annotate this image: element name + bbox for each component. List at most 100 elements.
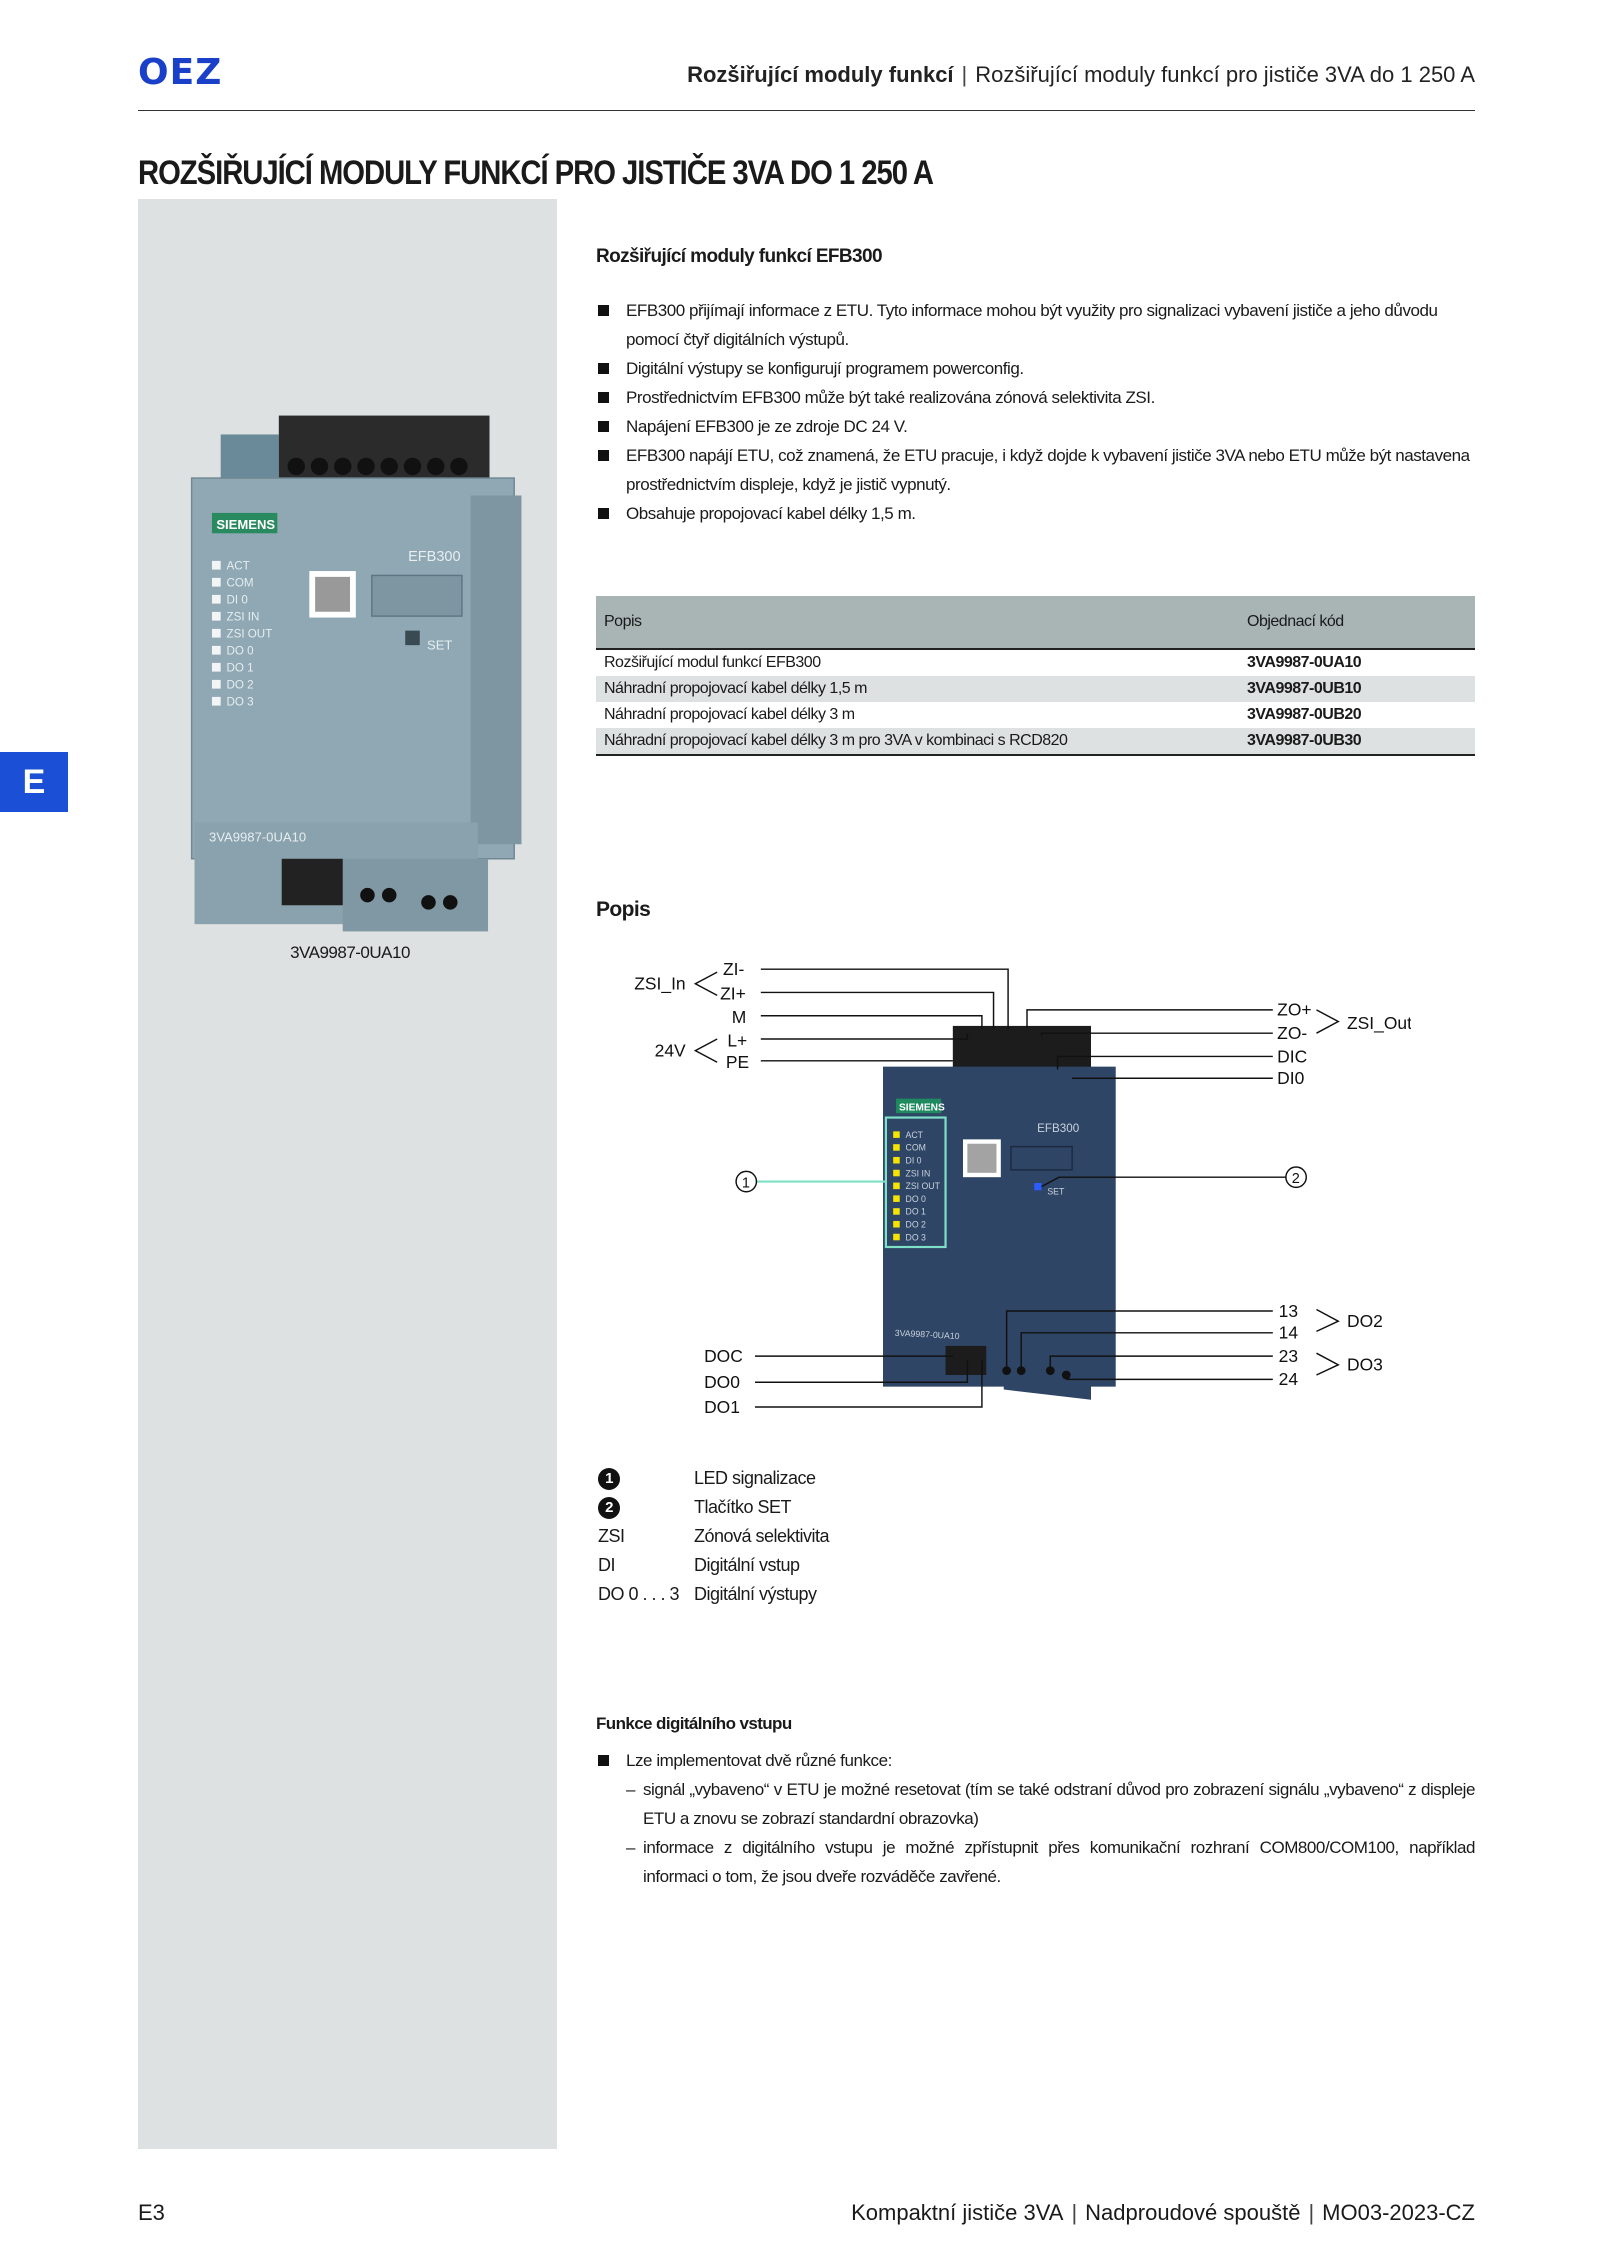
label-14: 14 (1279, 1323, 1299, 1343)
header-divider (138, 110, 1475, 111)
label-do2: DO2 (1347, 1311, 1383, 1331)
led-label: ZSI IN (226, 611, 259, 624)
table-row: Náhradní propojovací kabel délky 3 m pro… (596, 728, 1475, 756)
label-dic: DIC (1277, 1046, 1307, 1066)
label-24v: 24V (655, 1040, 686, 1060)
led-indicator (211, 628, 221, 638)
header-subsection: Rozšiřující moduly funkcí pro jističe 3V… (975, 62, 1475, 87)
footer-category: Nadproudové spouště (1085, 2200, 1301, 2225)
led-indicator (211, 611, 221, 621)
legend-text: LED signalizace (694, 1468, 816, 1488)
row-code: 3VA9987-0UB30 (1239, 728, 1475, 756)
label-zi-plus: ZI+ (720, 984, 746, 1004)
label-di0: DI0 (1277, 1068, 1304, 1088)
led-indicator (211, 679, 221, 689)
legend-row: 2 Tlačítko SET (598, 1493, 829, 1522)
list-item: Digitální výstupy se konfigurují program… (596, 354, 1475, 383)
led-indicator (211, 696, 221, 706)
led-label: COM (226, 577, 253, 590)
intro-bullets: EFB300 přijímají informace z ETU. Tyto i… (596, 296, 1475, 528)
label-do1: DO1 (704, 1397, 740, 1417)
led-label: DO 0 (906, 1194, 927, 1204)
led-indicator (893, 1156, 900, 1164)
led-label: ZSI OUT (226, 628, 272, 641)
led-indicator (211, 594, 221, 604)
legend-key: DO 0 . . . 3 (598, 1584, 680, 1604)
label-zsi-out: ZSI_Out (1347, 1013, 1411, 1034)
diagram-heading: Popis (596, 898, 651, 921)
led-indicator (893, 1195, 900, 1202)
led-indicator (893, 1131, 900, 1138)
product-caption: 3VA9987-0UA10 (290, 943, 410, 962)
label-l-plus: L+ (727, 1030, 747, 1050)
label-m: M (732, 1007, 747, 1027)
part-label: 3VA9987-0UA10 (209, 829, 306, 844)
running-header: Rozšiřující moduly funkcí|Rozšiřující mo… (687, 62, 1475, 87)
led-indicator (211, 577, 221, 587)
diagram-part: 3VA9987-0UA10 (895, 1328, 960, 1341)
led-indicator (893, 1144, 900, 1151)
row-description: Rozšiřující modul funkcí EFB300 (604, 654, 821, 671)
section-tab: E (0, 752, 68, 812)
led-label: DO 3 (226, 696, 253, 709)
list-item: EFB300 napájí ETU, což znamená, že ETU p… (596, 441, 1475, 499)
sub-item: informace z digitálního vstupu je možné … (626, 1833, 1475, 1891)
led-label: DO 3 (906, 1232, 927, 1242)
led-indicator (211, 645, 221, 655)
list-item-text: Lze implementovat dvě různé funkce: (626, 1751, 892, 1770)
led-indicator (893, 1220, 900, 1228)
legend-key: 2 (598, 1497, 620, 1520)
legend-row: 1 LED signalizace (598, 1464, 829, 1493)
led-label: DO 0 (226, 645, 253, 658)
legend-key: 1 (598, 1468, 620, 1491)
label-zsi-in: ZSI_In (634, 974, 685, 995)
label-do3: DO3 (1347, 1355, 1383, 1375)
list-item: Prostřednictvím EFB300 může být také rea… (596, 383, 1475, 412)
row-code: 3VA9987-0UB20 (1247, 706, 1362, 723)
page-title: ROZŠIŘUJÍCÍ MODULY FUNKCÍ PRO JISTIČE 3V… (138, 154, 934, 192)
legend-text: Tlačítko SET (694, 1497, 792, 1517)
led-label: DI 0 (226, 594, 247, 607)
set-label: SET (427, 638, 452, 653)
callout-2: 2 (1292, 1171, 1300, 1187)
header-section: Rozšiřující moduly funkcí (687, 62, 954, 87)
row-code: 3VA9987-0UB10 (1239, 676, 1475, 702)
row-code: 3VA9987-0UA10 (1247, 654, 1362, 671)
list-item: EFB300 přijímají informace z ETU. Tyto i… (596, 296, 1475, 354)
intro-heading: Rozšiřující moduly funkcí EFB300 (596, 246, 883, 267)
legend-text: Zónová selektivita (694, 1526, 830, 1546)
footer-info: Kompaktní jističe 3VA|Nadproudové spoušt… (851, 2200, 1475, 2225)
diagram-set: SET (1047, 1187, 1065, 1197)
led-label: DO 2 (906, 1220, 927, 1230)
led-indicator (211, 662, 221, 672)
col-header-description: Popis (596, 596, 1239, 650)
label-13: 13 (1279, 1301, 1298, 1321)
led-label: ZSI OUT (906, 1181, 941, 1191)
led-label: ACT (906, 1130, 924, 1140)
label-doc: DOC (704, 1346, 743, 1366)
led-indicator (893, 1182, 900, 1190)
row-description: Náhradní propojovací kabel délky 3 m (604, 706, 855, 723)
order-table: Popis Objednací kód Rozšiřující modul fu… (596, 596, 1475, 756)
list-item: Lze implementovat dvě různé funkce: sign… (596, 1746, 1475, 1891)
label-24: 24 (1279, 1369, 1299, 1389)
led-label: COM (906, 1143, 926, 1153)
led-label: ACT (226, 560, 249, 573)
digital-input-list: Lze implementovat dvě různé funkce: sign… (596, 1746, 1475, 1891)
page-number: E3 (138, 2200, 165, 2225)
col-header-code: Objednací kód (1239, 596, 1475, 650)
led-indicator (893, 1169, 900, 1177)
legend-text: Digitální vstup (694, 1555, 800, 1575)
label-zi-minus: ZI- (723, 959, 744, 979)
table-row: Náhradní propojovací kabel délky 3 m 3VA9… (596, 702, 1475, 728)
row-description: Náhradní propojovací kabel délky 3 m pro… (596, 728, 1239, 756)
model-label: EFB300 (408, 549, 460, 565)
row-description: Náhradní propojovací kabel délky 1,5 m (596, 676, 1239, 702)
list-item: Napájení EFB300 je ze zdroje DC 24 V. (596, 412, 1475, 441)
led-label: DO 2 (226, 679, 253, 692)
